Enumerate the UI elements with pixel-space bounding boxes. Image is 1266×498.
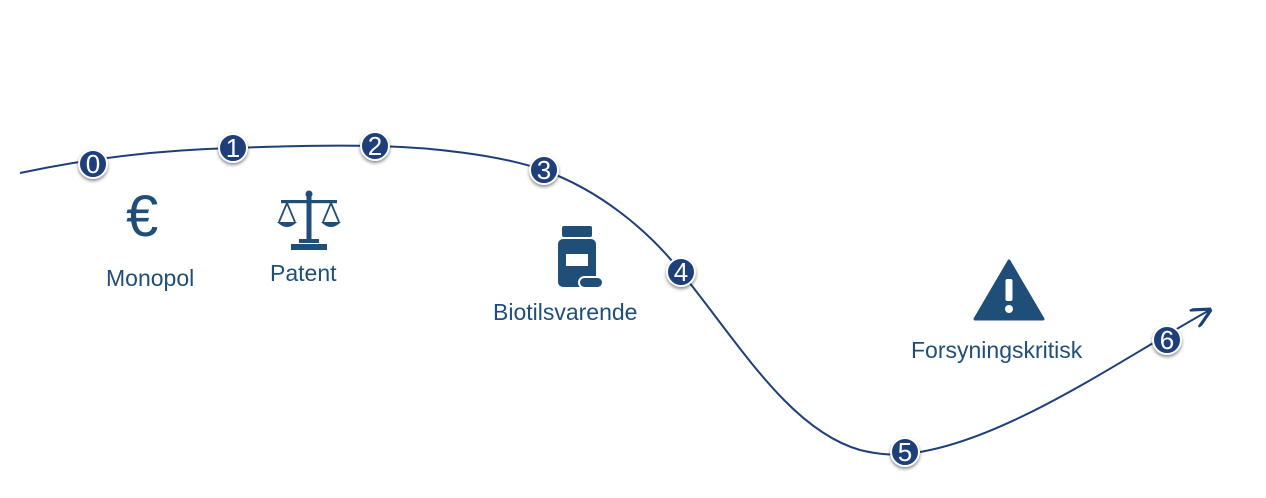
warning-icon — [973, 259, 1045, 321]
label-patent: Patent — [270, 260, 337, 286]
step-marker-2: 2 — [360, 131, 390, 161]
step-marker-0: 0 — [78, 149, 108, 179]
step-marker-6: 6 — [1152, 325, 1182, 355]
step-marker-5: 5 — [890, 437, 920, 467]
euro-icon: € — [126, 184, 159, 249]
medicine-bottle-icon — [558, 226, 604, 289]
scales-icon — [277, 190, 341, 250]
label-biotilsvarende: Biotilsvarende — [493, 299, 638, 325]
label-monopol: Monopol — [106, 265, 195, 291]
label-forsyningskritisk: Forsyningskritisk — [911, 337, 1083, 363]
step-marker-3: 3 — [529, 155, 559, 185]
step-marker-1: 1 — [218, 133, 248, 163]
step-marker-4: 4 — [666, 257, 696, 287]
